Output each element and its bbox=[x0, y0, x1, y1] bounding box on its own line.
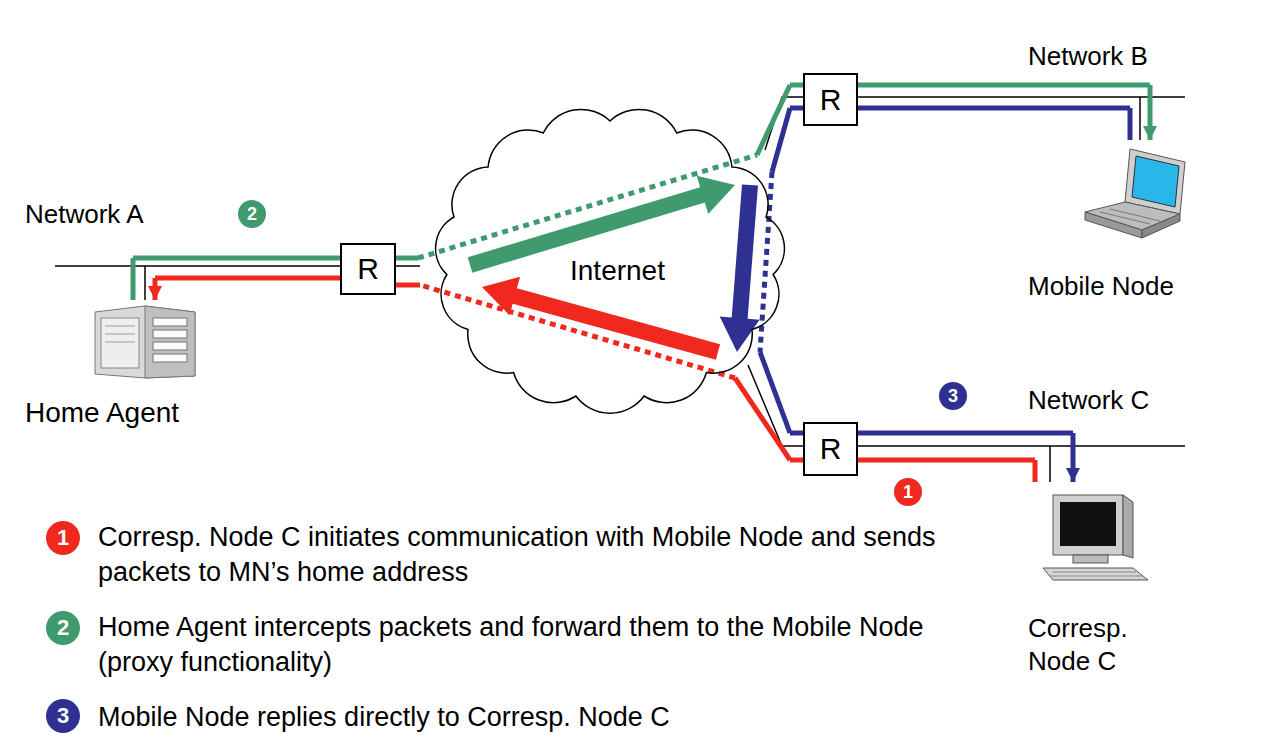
callout-number: 1 bbox=[46, 521, 80, 555]
router-label: R bbox=[357, 250, 379, 288]
network-line bbox=[55, 265, 340, 267]
connector bbox=[858, 433, 1073, 482]
router-label: R bbox=[820, 81, 842, 119]
host-wire bbox=[1049, 446, 1051, 482]
router-wire bbox=[396, 265, 420, 267]
connector-segment bbox=[735, 378, 790, 460]
step-note: Corresp. Node C initiates communication … bbox=[98, 520, 978, 590]
connector-segment bbox=[772, 108, 790, 172]
connector-segment bbox=[1071, 433, 1076, 482]
connector-segment bbox=[396, 283, 420, 288]
connector-segment bbox=[858, 431, 1073, 436]
callout-number: 2 bbox=[238, 200, 266, 228]
connector-segment bbox=[858, 106, 1130, 111]
network-line bbox=[858, 96, 1185, 98]
callout-number: 3 bbox=[46, 699, 80, 733]
connector bbox=[858, 460, 1035, 482]
callout-number: 1 bbox=[894, 478, 922, 506]
connector-segment bbox=[153, 278, 158, 300]
connector-segment bbox=[131, 258, 136, 300]
connector bbox=[720, 108, 803, 433]
network-label: Network C bbox=[1028, 384, 1149, 418]
connector bbox=[155, 278, 340, 300]
network-label: Network B bbox=[1028, 40, 1148, 74]
node-label: Internet bbox=[570, 253, 665, 288]
node-label: Mobile Node bbox=[1028, 270, 1174, 303]
host-node: Home Agent bbox=[20, 300, 220, 435]
connector-segment bbox=[1148, 85, 1153, 140]
connector-segment bbox=[760, 352, 790, 433]
callout-number: 3 bbox=[939, 382, 967, 410]
connector bbox=[858, 108, 1130, 140]
flow-arrow bbox=[482, 277, 720, 360]
connector-segment bbox=[396, 256, 418, 261]
connector-segment bbox=[1128, 108, 1133, 140]
connector-segment bbox=[155, 276, 340, 281]
connector-segment bbox=[858, 83, 1150, 88]
server-icon bbox=[85, 304, 200, 383]
node-label: Corresp. Node C bbox=[1028, 612, 1148, 677]
flow-arrow bbox=[720, 184, 760, 352]
desktop-icon bbox=[1038, 490, 1158, 589]
step-note: Home Agent intercepts packets and forwar… bbox=[98, 610, 978, 680]
internet-cloud: Internet bbox=[420, 95, 800, 425]
router-box: R bbox=[803, 422, 858, 476]
callout-number: 2 bbox=[46, 611, 80, 645]
network-label: Network A bbox=[25, 198, 144, 232]
connector bbox=[133, 258, 340, 300]
connector-segment bbox=[790, 83, 803, 88]
router-label: R bbox=[820, 430, 842, 468]
connector-segment bbox=[858, 458, 1035, 463]
host-wire bbox=[1139, 97, 1141, 140]
router-box: R bbox=[340, 243, 396, 295]
step-note: Mobile Node replies directly to Corresp.… bbox=[98, 700, 978, 735]
network-line bbox=[858, 445, 1185, 447]
connector bbox=[858, 85, 1150, 140]
connector-segment bbox=[1033, 460, 1038, 482]
laptop-icon bbox=[1080, 144, 1200, 248]
router-box: R bbox=[803, 73, 858, 126]
host-node: Corresp. Node C bbox=[1020, 482, 1170, 682]
cloud-path bbox=[436, 109, 785, 413]
connector-segment bbox=[790, 458, 803, 463]
connector-segment bbox=[133, 256, 340, 261]
node-label: Home Agent bbox=[25, 395, 179, 430]
host-wire bbox=[144, 266, 146, 300]
connector-segment bbox=[790, 431, 803, 436]
host-node: Mobile Node bbox=[1020, 140, 1205, 307]
